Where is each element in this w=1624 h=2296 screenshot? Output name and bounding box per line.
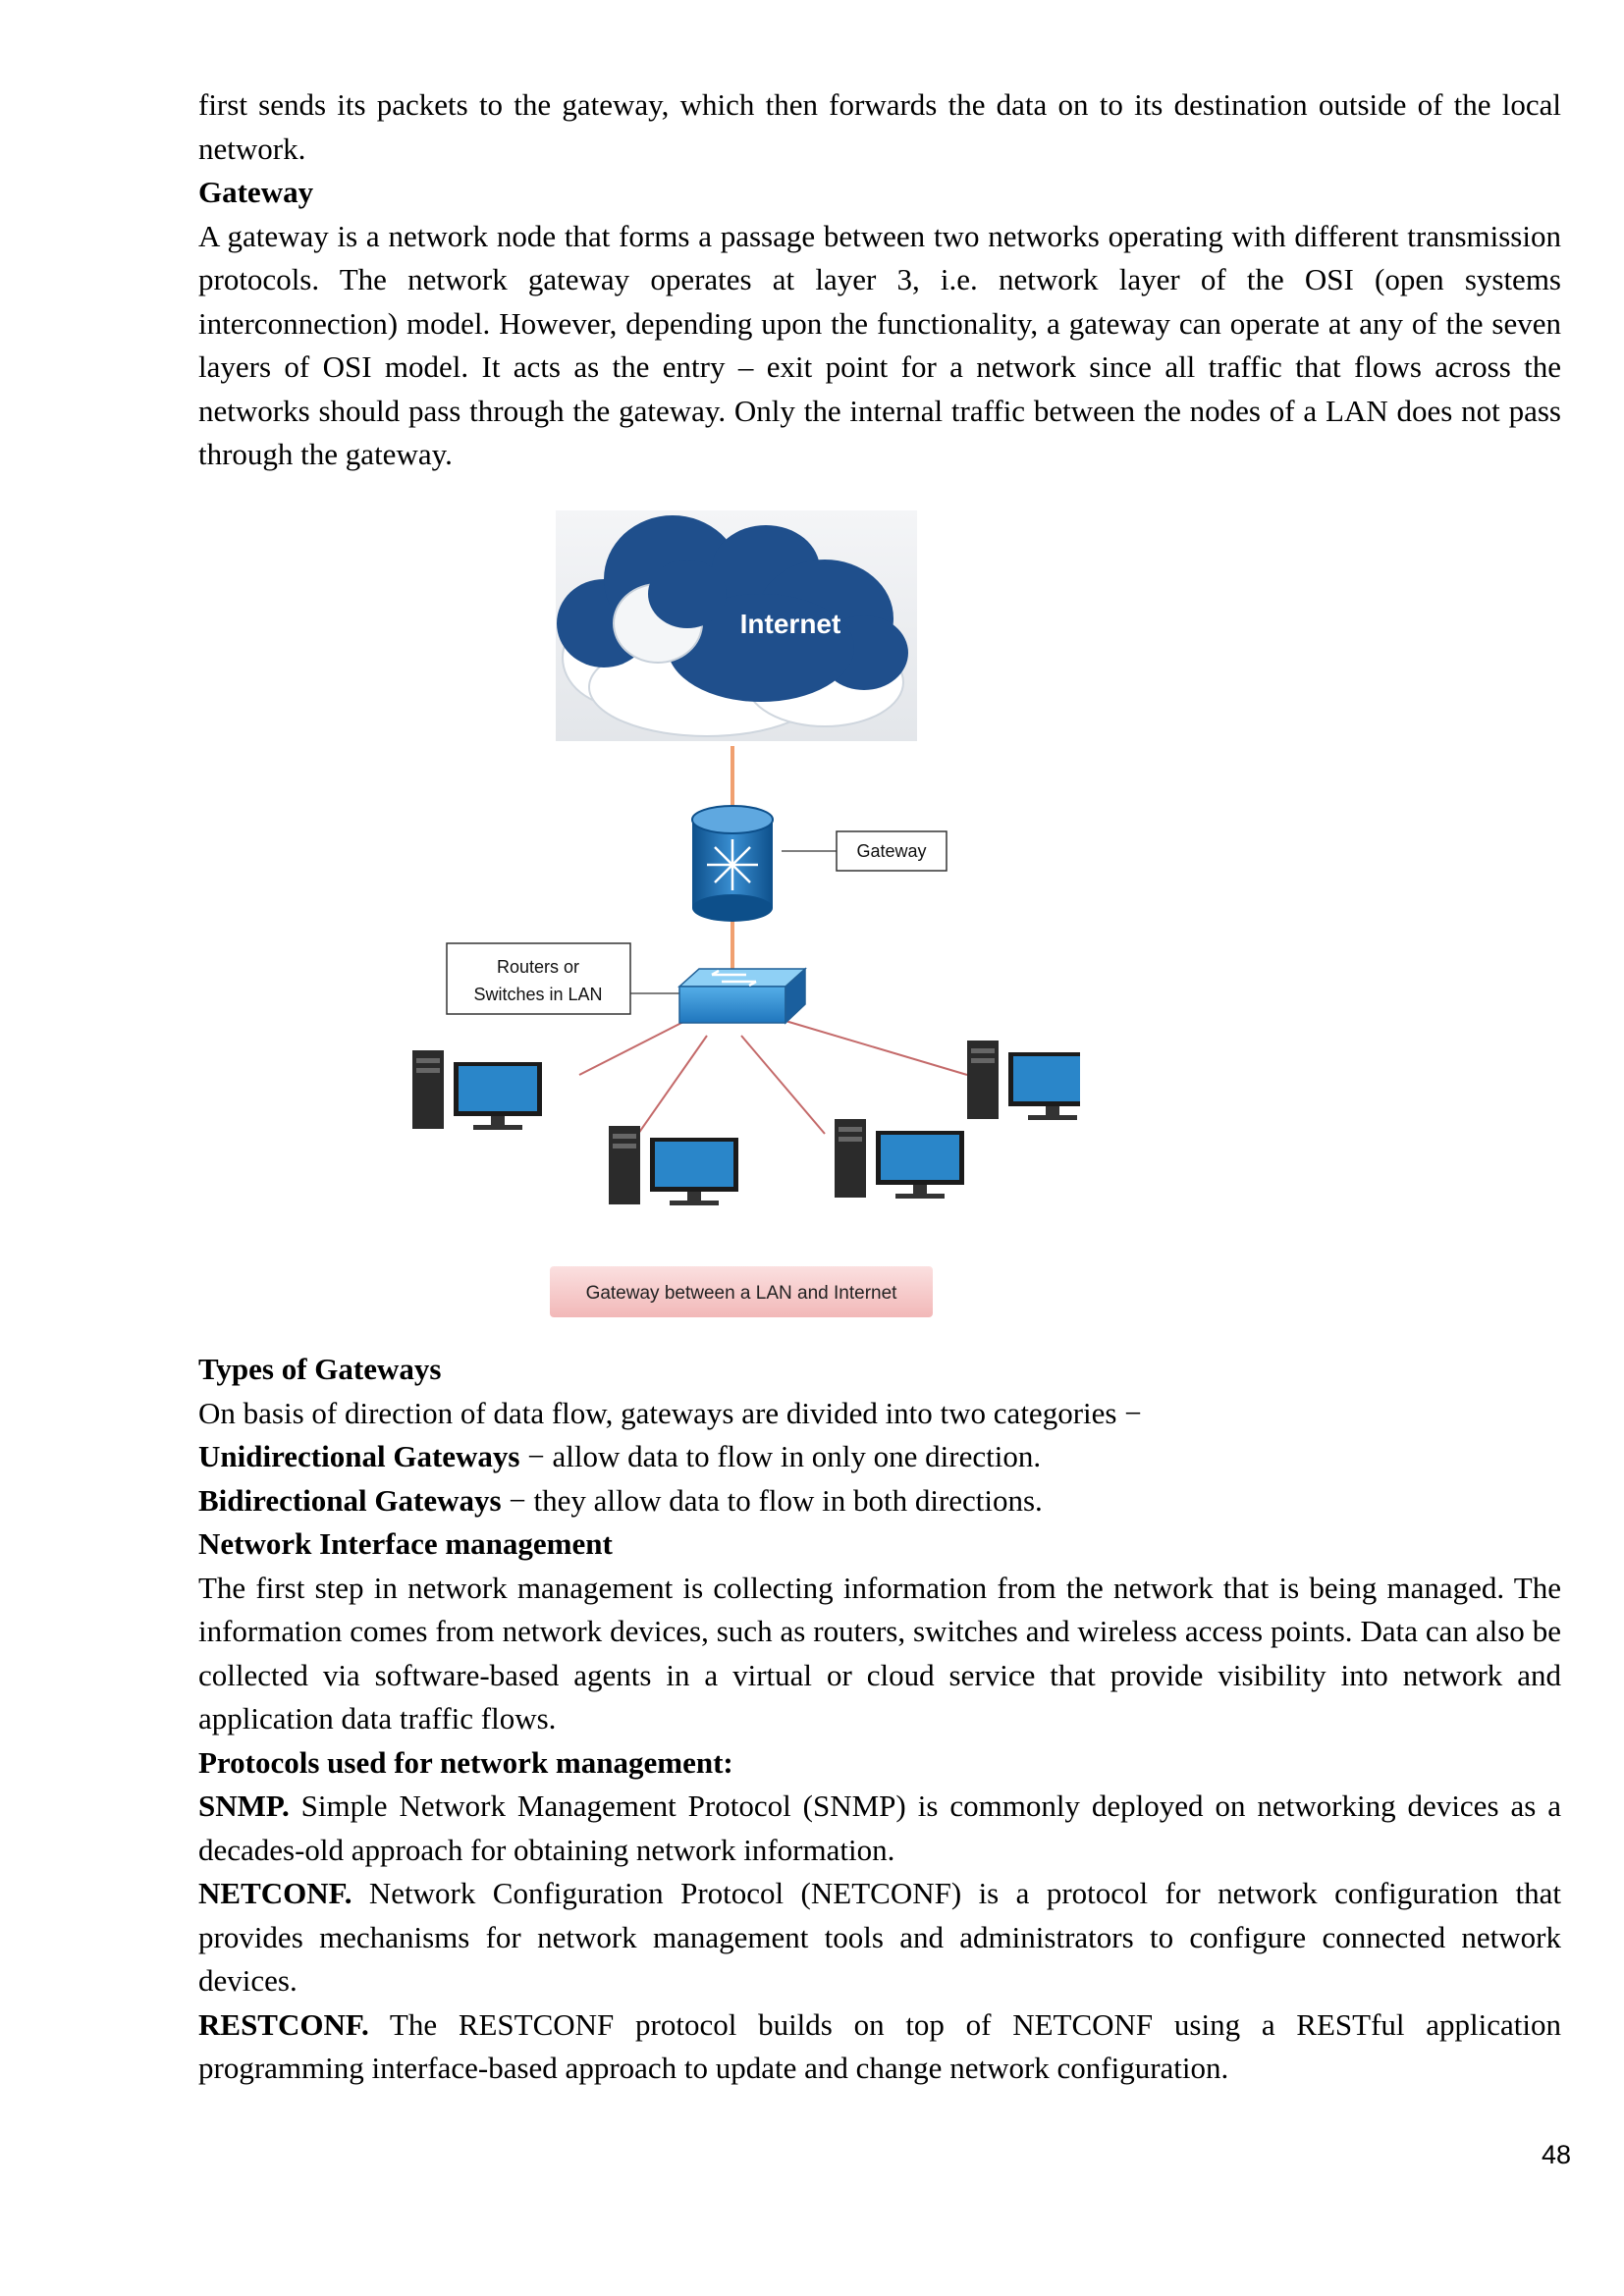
gateway-label: Gateway [856,841,926,861]
netconf-desc: Network Configuration Protocol (NETCONF)… [198,1876,1561,1998]
nim-heading: Network Interface management [198,1526,613,1561]
netconf-item: NETCONF. Network Configuration Protocol … [198,1872,1561,2003]
figure-caption: Gateway between a LAN and Internet [586,1283,898,1304]
restconf-term: RESTCONF. [198,2006,369,2042]
router-label-line2: Switches in LAN [473,985,602,1004]
gateway-heading: Gateway [198,175,314,209]
snmp-term: SNMP. [198,1789,290,1823]
computer-icon [967,1041,1080,1120]
nim-paragraph: The first step in network management is … [198,1570,1561,1736]
snmp-item: SNMP. Simple Network Management Protocol… [198,1785,1561,1872]
page-number: 48 [1541,2140,1571,2169]
unidirectional-term: Unidirectional Gateways [198,1439,520,1473]
network-links [578,746,968,1135]
bidirectional-item: Bidirectional Gateways − they allow data… [198,1479,1561,1523]
internet-label: Internet [740,609,841,639]
netconf-term: NETCONF. [198,1876,352,1910]
continuation-paragraph: first sends its packets to the gateway, … [198,87,1561,166]
gateway-paragraph: A gateway is a network node that forms a… [198,218,1561,472]
text-block-top: first sends its packets to the gateway, … [198,83,1561,477]
types-intro: On basis of direction of data flow, gate… [198,1395,1142,1430]
restconf-item: RESTCONF. The RESTCONF protocol builds o… [198,2003,1561,2091]
unidirectional-desc: − allow data to flow in only one directi… [519,1439,1042,1473]
internet-cloud: Internet [556,510,917,741]
protocols-heading: Protocols used for network management: [198,1744,733,1780]
gateway-device-icon [691,805,774,922]
switch-icon [677,967,807,1025]
gateway-diagram: Internet Gateway [412,510,1080,1317]
figure-caption-box [550,1266,933,1317]
bidirectional-term: Bidirectional Gateways [198,1482,502,1518]
bidirectional-desc: − they allow data to flow in both direct… [501,1482,1043,1518]
restconf-desc: The RESTCONF protocol builds on top of N… [198,2006,1561,2086]
computer-icon [835,1119,964,1199]
text-block-bottom: Types of Gateways On basis of direction … [198,1348,1561,2091]
snmp-desc: Simple Network Management Protocol (SNMP… [198,1789,1561,1867]
computer-icon [609,1126,738,1205]
computer-icon [412,1050,542,1130]
unidirectional-item: Unidirectional Gateways − allow data to … [198,1435,1561,1479]
types-heading: Types of Gateways [198,1352,442,1386]
router-label-line1: Routers or [497,957,579,977]
